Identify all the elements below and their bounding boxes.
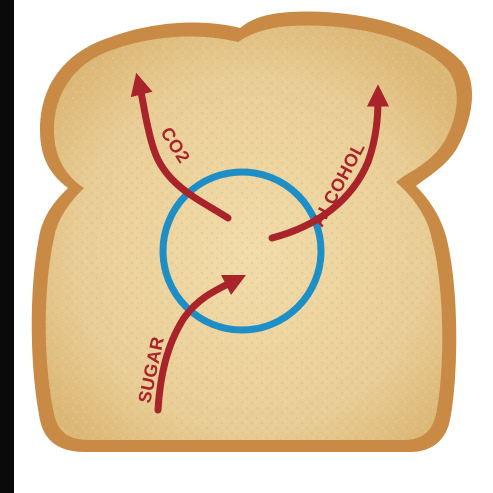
bread-texture xyxy=(46,25,457,440)
